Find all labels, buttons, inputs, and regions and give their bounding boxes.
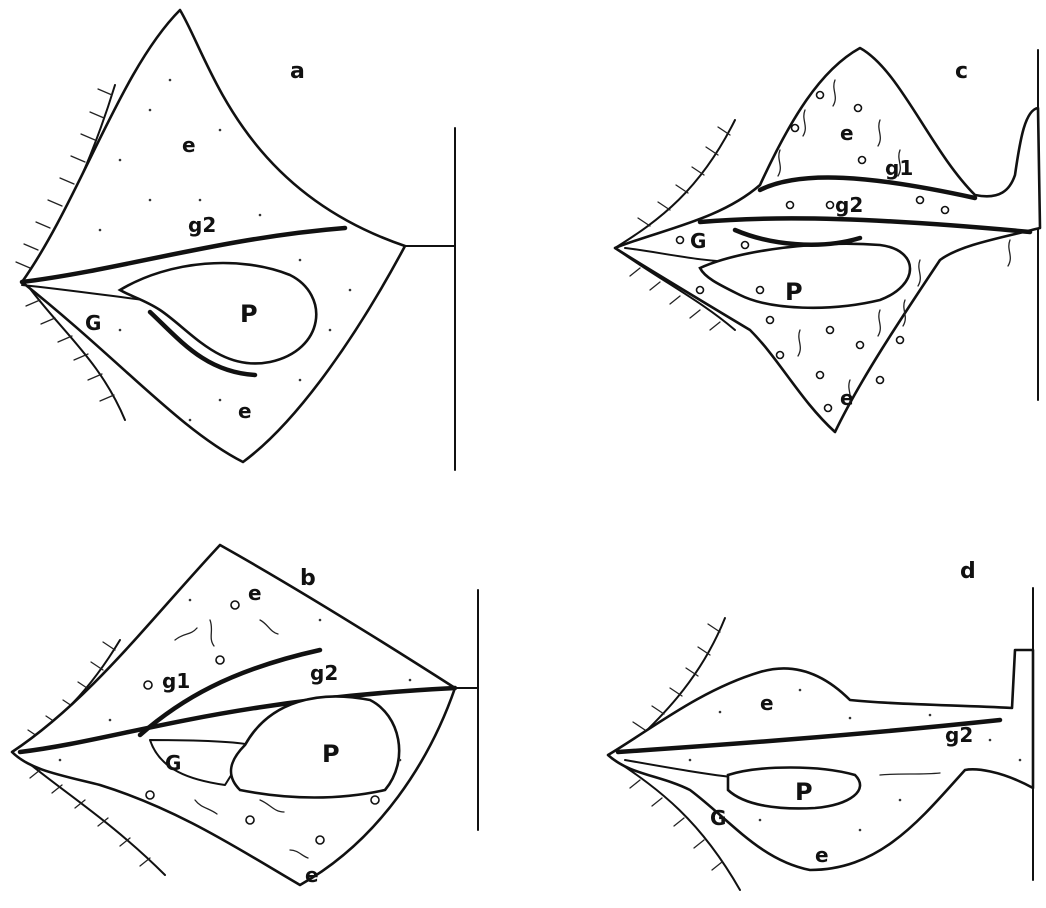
panel-c-label-g1: g1 — [885, 156, 913, 180]
panel-c-label-g2: g2 — [835, 193, 863, 217]
panel-d: d e g2 G P e — [608, 559, 1033, 890]
panel-a-label-g2: g2 — [188, 213, 216, 237]
panel-b-label-g1: g1 — [162, 669, 190, 693]
panel-c-label-e-lower: e — [840, 386, 854, 410]
panel-b-label-e-lower: e — [305, 863, 319, 887]
panel-b-label-P: P — [322, 740, 340, 768]
panel-d-label-e-lower: e — [815, 843, 829, 867]
panel-d-label-g2: g2 — [945, 723, 973, 747]
panel-b: b e g1 g2 G P e — [12, 545, 478, 887]
panel-a-label-G: G — [85, 311, 101, 335]
panel-d-label-G: G — [710, 806, 726, 830]
panel-d-letter: d — [960, 559, 976, 584]
panel-c-letter: c — [955, 59, 968, 84]
panel-c-label-G: G — [690, 229, 706, 253]
panel-c: c e g1 g2 G P e — [615, 48, 1040, 432]
panel-b-label-g2: g2 — [310, 661, 338, 685]
panel-d-outline — [608, 650, 1033, 870]
panel-a-letter: a — [290, 59, 305, 84]
panel-d-label-P: P — [795, 778, 813, 806]
panel-a-label-P: P — [240, 300, 258, 328]
panel-c-outline — [615, 48, 1040, 432]
panel-a-label-e-lower: e — [238, 399, 252, 423]
panel-a-label-e-upper: e — [182, 133, 196, 157]
panel-b-label-G: G — [165, 751, 181, 775]
panel-d-label-e-upper: e — [760, 691, 774, 715]
panel-c-label-P: P — [785, 278, 803, 306]
panel-c-label-e-upper: e — [840, 121, 854, 145]
panel-b-label-e-upper: e — [248, 581, 262, 605]
panel-a: a e g2 G P e — [16, 10, 455, 470]
panel-b-letter: b — [300, 566, 316, 591]
